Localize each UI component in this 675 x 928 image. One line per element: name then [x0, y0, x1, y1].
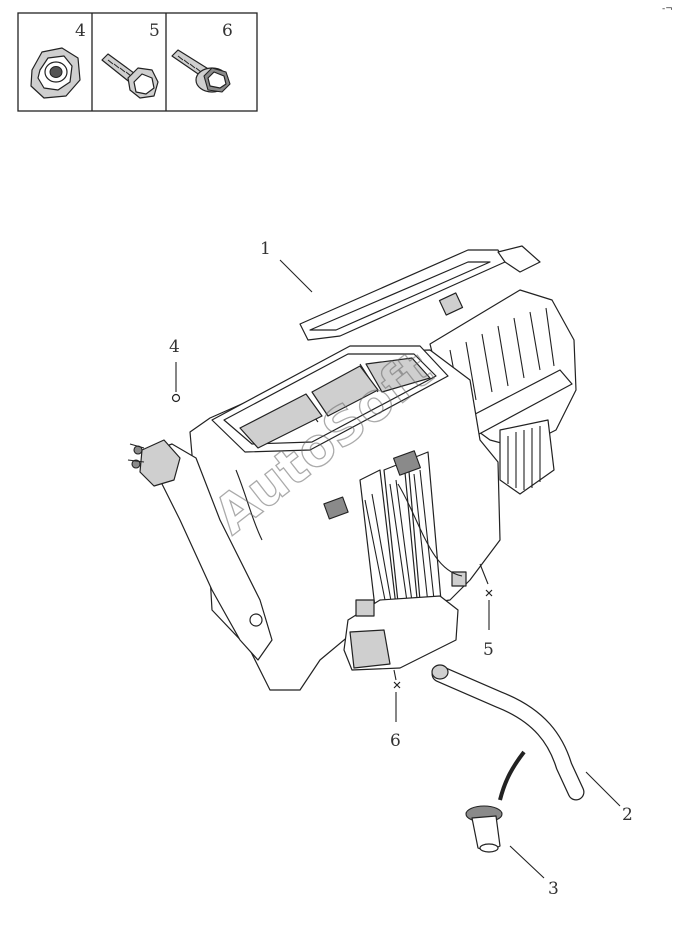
drain-hose	[431, 664, 585, 801]
callout-3: 3	[548, 879, 559, 899]
fastener-markers	[171, 393, 493, 689]
fastener-legend: 4 5 6	[17, 12, 258, 112]
drain-valve	[465, 805, 503, 853]
leader-lines	[175, 259, 621, 879]
callout-5: 5	[483, 640, 494, 660]
legend-number-6: 6	[222, 21, 233, 41]
callout-1: 1	[260, 239, 271, 259]
callout-2: 2	[622, 805, 633, 825]
hex-nut-icon	[30, 47, 81, 99]
flange-bolt-icon	[171, 49, 231, 93]
callout-4: 4	[169, 337, 180, 357]
legend-number-5: 5	[149, 21, 160, 41]
heater-core-housing	[127, 245, 577, 691]
callout-6: 6	[390, 731, 401, 751]
hex-bolt-icon	[101, 53, 159, 99]
legend-number-4: 4	[75, 21, 86, 41]
corner-mark: -¬	[662, 4, 673, 14]
